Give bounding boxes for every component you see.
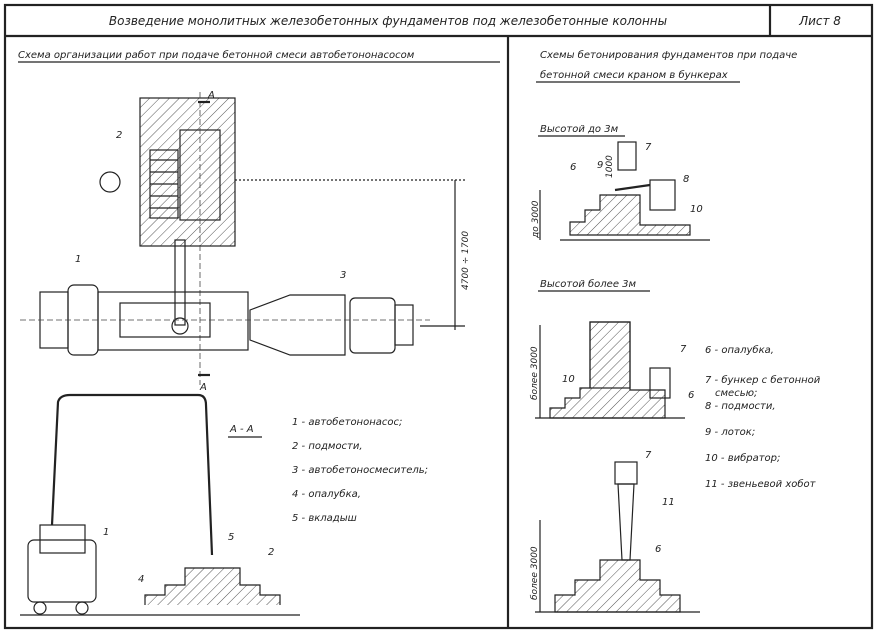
callout-8-a: 8 bbox=[683, 174, 689, 185]
legend-item-9: 9 - лоток; bbox=[705, 427, 755, 438]
dim-upto-3000: до 3000 bbox=[531, 200, 541, 239]
legend-item-11: 11 - звеньевой хобот bbox=[705, 478, 817, 490]
legend-item-4: 4 - опалубка, bbox=[292, 488, 361, 500]
dim-more-3000-b: более 3000 bbox=[530, 546, 540, 600]
scheme-upto-3m: до 3000 1000 6 7 8 9 10 bbox=[531, 141, 710, 241]
right-header-line2: бетонной смеси краном в бункерах bbox=[540, 69, 728, 81]
distance-dimension: 4700 ÷ 1700 bbox=[461, 231, 471, 290]
section-title: А - А bbox=[229, 424, 254, 435]
callout-4-section: 4 bbox=[138, 574, 144, 585]
callout-7-b: 7 bbox=[680, 344, 687, 355]
chute-trunk bbox=[617, 483, 635, 561]
callout-2-section: 2 bbox=[268, 547, 274, 558]
legend-item-3: 3 - автобетоносмеситель; bbox=[292, 464, 428, 476]
right-legend: 6 - опалубка, 7 - бункер с бетонной смес… bbox=[705, 344, 821, 490]
legend-item-7: 7 - бункер с бетонной bbox=[705, 374, 821, 386]
sheet-number: Лист 8 bbox=[798, 14, 841, 28]
foundation-section bbox=[144, 567, 281, 605]
legend-item-2: 2 - подмости, bbox=[292, 441, 363, 452]
callout-10-b: 10 bbox=[562, 374, 575, 385]
callout-11-c: 11 bbox=[662, 497, 675, 508]
right-header-line1: Схемы бетонирования фундаментов при пода… bbox=[540, 49, 797, 61]
scheme-more-3m: более 3000 10 7 6 bbox=[530, 321, 694, 419]
section-mark-bottom: А bbox=[199, 382, 207, 393]
callout-2-plan: 2 bbox=[116, 130, 122, 141]
callout-7-c: 7 bbox=[645, 450, 652, 461]
mixer-drum bbox=[249, 294, 346, 356]
dim-1000: 1000 bbox=[605, 155, 615, 178]
column-circle bbox=[99, 171, 121, 193]
dim-more-3000-a: более 3000 bbox=[530, 346, 540, 400]
legend-item-6: 6 - опалубка, bbox=[705, 344, 774, 356]
legend-item-10: 10 - вибратор; bbox=[705, 452, 780, 464]
left-legend: 1 - автобетононасос; 2 - подмости, 3 - а… bbox=[292, 416, 428, 524]
legend-item-7-cont: смесью; bbox=[715, 388, 757, 399]
callout-3-plan: 3 bbox=[340, 270, 346, 281]
legend-item-5: 5 - вкладыш bbox=[292, 513, 357, 524]
callout-1-section: 1 bbox=[103, 527, 109, 538]
callout-1-plan: 1 bbox=[75, 254, 81, 265]
sheet-title: Возведение монолитных железобетонных фун… bbox=[109, 14, 667, 28]
subtitle-upto-3m: Высотой до 3м bbox=[540, 124, 619, 135]
scheme-trunk: более 3000 7 11 6 bbox=[530, 450, 700, 613]
callout-7-a: 7 bbox=[645, 142, 652, 153]
section-mark-top: А bbox=[207, 90, 215, 101]
callout-6-c: 6 bbox=[655, 544, 661, 555]
pump-boom-plan bbox=[174, 239, 186, 326]
legend-item-1: 1 - автобетононасос; bbox=[292, 416, 402, 428]
section-view: 1 2 4 5 А - А bbox=[20, 393, 300, 616]
callout-6-b: 6 bbox=[688, 390, 694, 401]
callout-6-a: 6 bbox=[570, 162, 576, 173]
subtitle-more-3m: Высотой более 3м bbox=[540, 278, 637, 290]
plan-view: А А 4700 ÷ 1700 1 2 3 bbox=[20, 90, 471, 393]
pump-boom bbox=[50, 393, 214, 556]
left-header: Схема организации работ при подаче бетон… bbox=[18, 49, 415, 61]
pump-truck-body bbox=[97, 291, 249, 351]
callout-9-a: 9 bbox=[597, 160, 603, 171]
sheet-border bbox=[3, 3, 874, 630]
legend-item-8: 8 - подмости, bbox=[705, 401, 776, 412]
callout-5-section: 5 bbox=[228, 532, 234, 543]
callout-10-a: 10 bbox=[690, 204, 703, 215]
pump-truck-side bbox=[27, 539, 97, 603]
